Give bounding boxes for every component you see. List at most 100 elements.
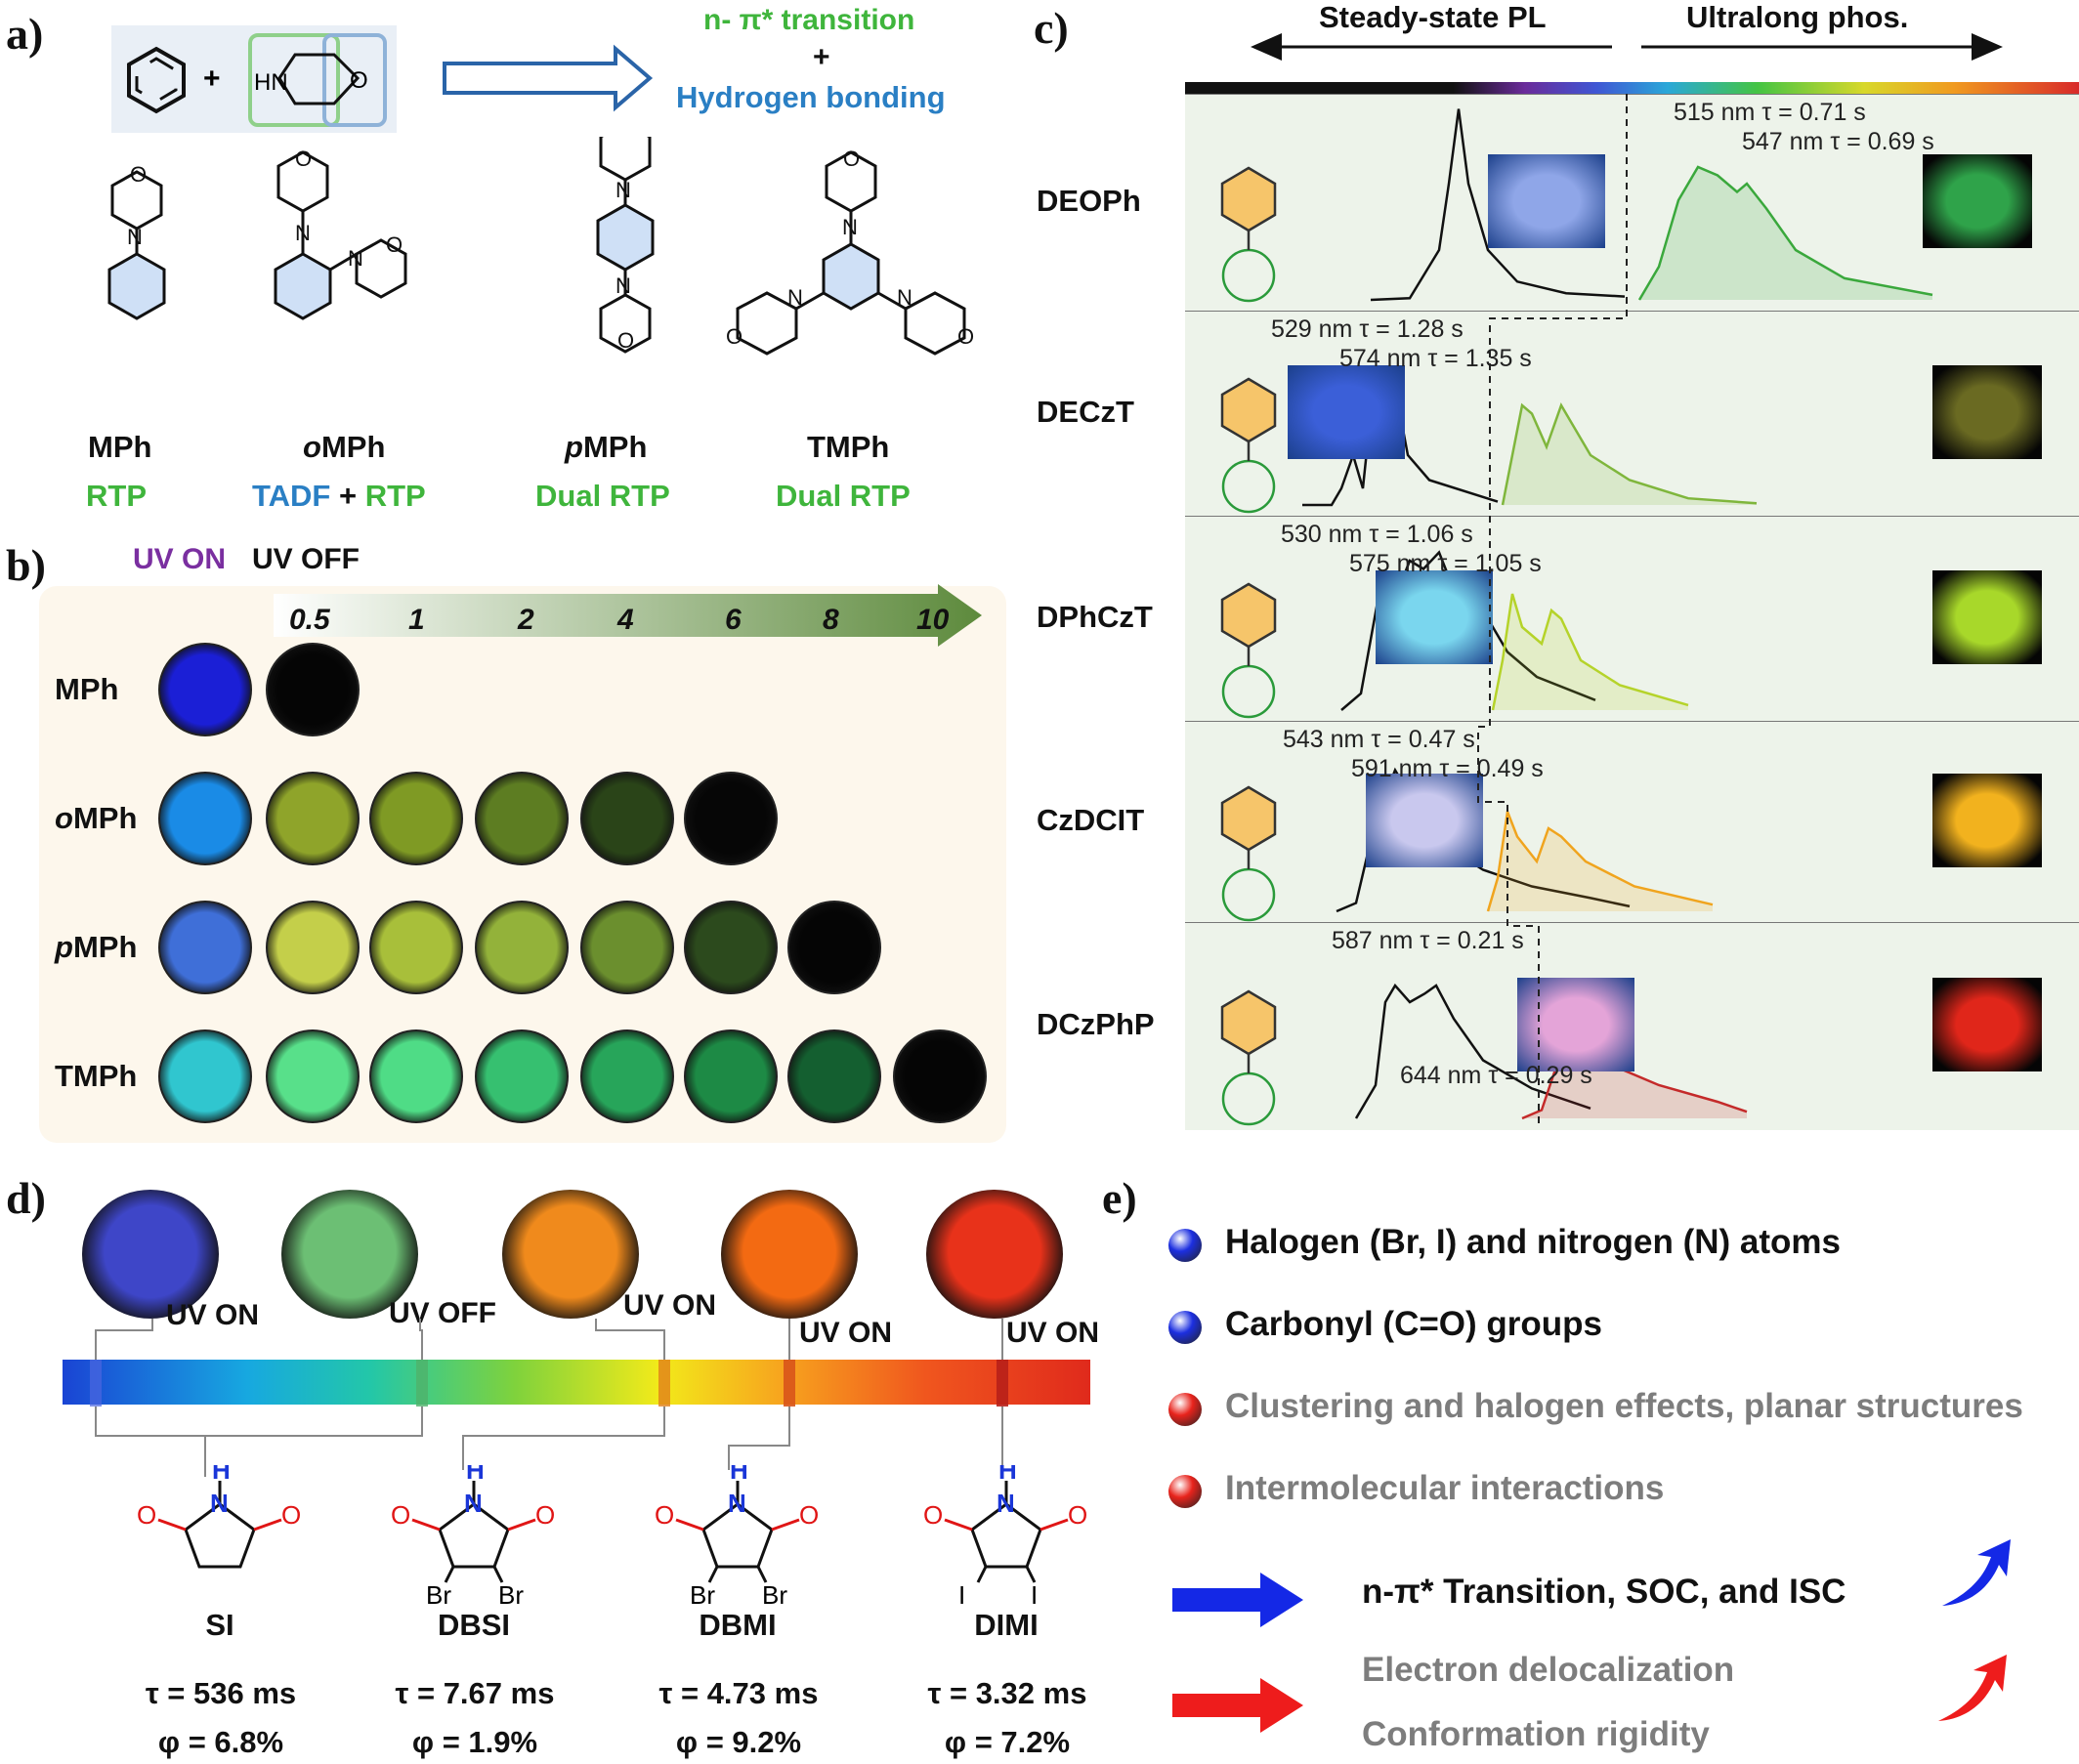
steady-state-header: Steady-state PL <box>1319 0 1547 34</box>
svg-text:O: O <box>535 1500 555 1530</box>
sample-vial <box>266 901 360 994</box>
compound-tag3-omph: RTP <box>364 479 426 513</box>
sample-row-label: oMPh <box>55 801 138 835</box>
sample-vial <box>684 1029 778 1123</box>
svg-text:O: O <box>957 324 974 349</box>
phos-fill <box>1488 812 1713 911</box>
phos-annotation-1: 543 nm τ = 0.47 s <box>1283 726 1475 753</box>
time-label: 2 <box>518 604 534 636</box>
svg-text:HN: HN <box>254 69 288 96</box>
compound-tag2-omph: + <box>330 479 365 513</box>
svg-text:N: N <box>295 221 311 245</box>
spectrum-bar <box>1185 82 2079 94</box>
phos-curve <box>1637 165 1933 301</box>
uv-state-label: UV OFF <box>389 1297 496 1329</box>
pl-curve <box>1354 983 1591 1119</box>
pl-photo <box>1488 154 1605 248</box>
red-effect-arrow <box>1172 1678 1303 1733</box>
sample-vial <box>684 772 778 865</box>
sample-vial <box>158 901 252 994</box>
svg-text:N: N <box>127 225 143 249</box>
molecule-name: DBMI <box>699 1608 777 1642</box>
panel-c-label: c) <box>1034 3 1069 53</box>
quantum-yield-value: φ = 7.2% <box>944 1725 1071 1759</box>
ether-box <box>322 33 387 127</box>
header-arrows <box>1251 33 2003 61</box>
sample-vial <box>369 901 463 994</box>
pl-photo <box>1376 570 1493 664</box>
svg-text:N: N <box>897 285 912 310</box>
uv-sample-photo <box>82 1190 219 1319</box>
svg-text:O: O <box>923 1500 943 1530</box>
mechanism-factor: Intermolecular interactions <box>1225 1469 1665 1507</box>
molecule-sketch <box>1220 989 1277 1126</box>
blue-effect-arrow <box>1172 1573 1303 1627</box>
svg-text:O: O <box>295 147 312 171</box>
uv-state-label: UV ON <box>1006 1317 1100 1349</box>
compound-tag1-omph: TADF <box>252 479 331 513</box>
phos-annotation-2: 574 nm τ = 1.35 s <box>1339 345 1532 372</box>
svg-text:H: H <box>212 1465 231 1485</box>
svg-text:I: I <box>1031 1580 1038 1610</box>
svg-text:Br: Br <box>426 1580 451 1610</box>
svg-text:O: O <box>137 1500 156 1530</box>
time-label: 1 <box>408 604 425 636</box>
red-up-arrow-icon <box>1938 1655 2007 1721</box>
sample-row-label: pMPh <box>55 930 138 964</box>
phosphor-name: DECzT <box>1037 395 1134 429</box>
bullet-dot-icon <box>1168 1229 1202 1262</box>
blue-effect-text-content: n-π* Transition, SOC, and ISC <box>1362 1573 1846 1611</box>
benzene-structure <box>127 46 186 114</box>
amine-box <box>248 33 340 127</box>
sample-vial <box>787 901 881 994</box>
time-arrow <box>274 584 982 647</box>
svg-text:O: O <box>391 1500 410 1530</box>
panel-d-label: d) <box>6 1173 46 1223</box>
sample-vial <box>475 901 569 994</box>
phos-photo <box>1932 570 2042 664</box>
plus-sign: + <box>203 63 221 95</box>
mechanism-line2: + <box>813 41 830 73</box>
phos-annotation-2: 591 nm τ = 0.49 s <box>1351 755 1544 782</box>
spectra-plot <box>1220 377 1758 514</box>
sample-vial <box>158 772 252 865</box>
phos-fill <box>1493 594 1688 710</box>
uv-sample-photo <box>281 1190 418 1319</box>
phos-curve <box>1501 402 1758 506</box>
sample-vial <box>158 1029 252 1123</box>
molecule-name: DIMI <box>974 1608 1039 1642</box>
svg-text:Br: Br <box>498 1580 524 1610</box>
uv-on-label: UV ON <box>133 543 227 575</box>
pl-photo <box>1517 978 1634 1071</box>
svg-text:I: I <box>958 1580 965 1610</box>
bullet-dot-icon <box>1168 1475 1202 1508</box>
time-label: 8 <box>823 604 839 636</box>
svg-text:H: H <box>466 1465 485 1485</box>
svg-text:O: O <box>726 324 742 349</box>
uv-state-label: UV ON <box>623 1289 717 1322</box>
panel-e-label: e) <box>1102 1173 1137 1223</box>
phos-annotation-2: 547 nm τ = 0.69 s <box>1742 128 1934 155</box>
quantum-yield-value: φ = 9.2% <box>675 1725 802 1759</box>
color-gradient-bar <box>63 1360 1090 1405</box>
phos-photo <box>1932 365 2042 459</box>
time-label: 0.5 <box>289 604 330 636</box>
phosphor-name: DPhCzT <box>1037 600 1153 634</box>
compound-name-pmph: pMPh <box>565 430 648 464</box>
quantum-yield-value: φ = 1.9% <box>411 1725 538 1759</box>
phos-annotation-2: 644 nm τ = 0.29 s <box>1400 1062 1592 1089</box>
mechanism-factor: Halogen (Br, I) and nitrogen (N) atoms <box>1225 1223 1842 1261</box>
bullet-dot-icon <box>1168 1393 1202 1426</box>
phos-photo <box>1932 774 2042 867</box>
uv-sample-photo <box>926 1190 1063 1319</box>
phosphor-name: DCzPhP <box>1037 1007 1155 1041</box>
sample-vial <box>580 1029 674 1123</box>
mechanism-line3: Hydrogen bonding <box>676 80 946 114</box>
